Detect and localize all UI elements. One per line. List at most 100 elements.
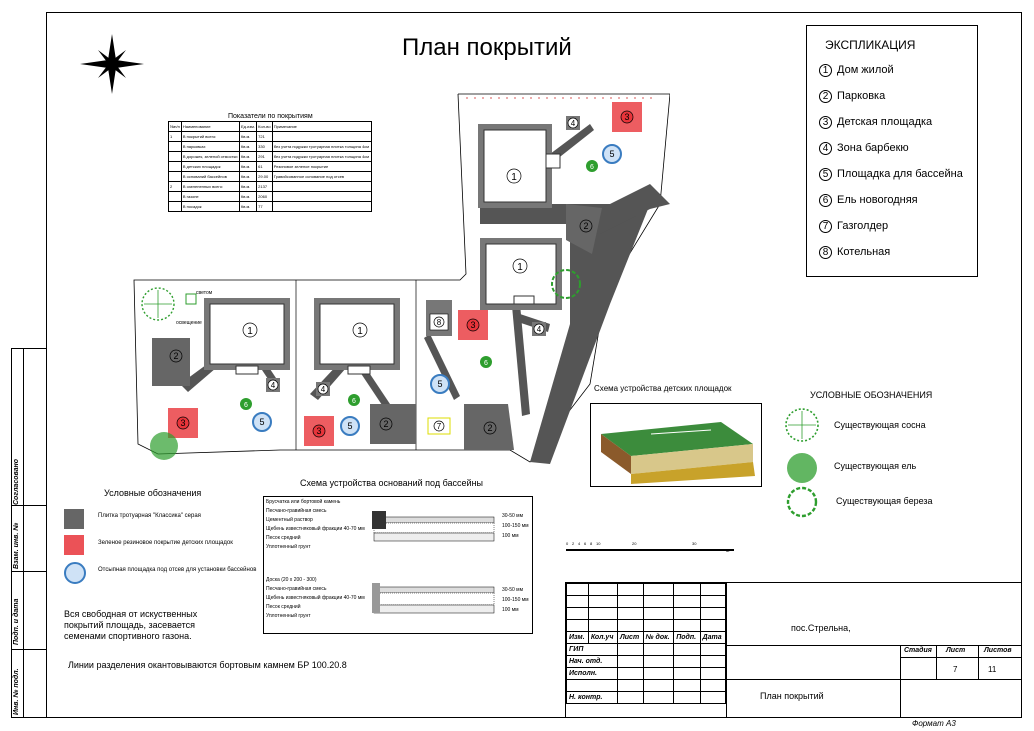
- item-number: 5: [819, 167, 832, 181]
- item-number: 3: [819, 115, 832, 129]
- svg-text:3: 3: [470, 320, 475, 330]
- spruce-icon: [787, 453, 817, 483]
- side-label-sign: Подп. и дата: [13, 598, 20, 645]
- scheme-label: Щебень известняковый фракции 40-70 мм: [266, 595, 365, 601]
- scale-tick: 20: [632, 541, 637, 546]
- sheet-header: Лист: [946, 647, 966, 654]
- scheme-label: 100 мм: [502, 533, 519, 539]
- pool-swatch: [64, 562, 86, 584]
- svg-text:6: 6: [244, 402, 248, 409]
- svg-text:светом: светом: [196, 290, 213, 296]
- explication-heading: ЭКСПЛИКАЦИЯ: [825, 38, 916, 52]
- item-label: Детская площадка: [837, 116, 933, 128]
- side-label-orig: Инв. № подл.: [13, 668, 20, 715]
- item-label: Площадка для бассейна: [837, 168, 963, 180]
- curb-note: Линии разделения окантовываются бортовым…: [68, 660, 347, 670]
- explication-item: 5 Площадка для бассейна: [819, 166, 963, 182]
- svg-text:2: 2: [173, 351, 178, 361]
- scheme-label: Уплотненный грунт: [266, 613, 311, 619]
- item-number: 2: [819, 89, 832, 103]
- scale-tick: 2: [572, 541, 575, 546]
- stamp-role: Исполн.: [566, 667, 618, 680]
- item-label: Ель новогодняя: [837, 194, 918, 206]
- scheme-label: 100-150 мм: [502, 523, 529, 529]
- svg-text:8: 8: [437, 318, 442, 327]
- svg-text:1: 1: [357, 326, 363, 337]
- legend-left-heading: Условные обозначения: [104, 488, 202, 498]
- svg-text:1: 1: [511, 172, 517, 183]
- side-stamp: Согласовано Взам. инв. № Подп. и дата Ин…: [11, 348, 47, 718]
- svg-text:7: 7: [437, 422, 442, 431]
- scheme-label: Песок средний: [266, 535, 301, 541]
- scheme-label: 100-150 мм: [502, 597, 529, 603]
- scale-tick: 30: [692, 541, 697, 546]
- svg-text:5: 5: [437, 379, 442, 389]
- explication-item: 3 Детская площадка: [819, 114, 932, 130]
- legend-right-item-2: Существующая ель: [834, 461, 917, 471]
- scheme-label: Щебень известняковый фракции 40-70 мм: [266, 526, 365, 532]
- svg-text:5: 5: [259, 417, 264, 427]
- svg-text:1: 1: [517, 262, 523, 273]
- stamp-header-cell: Лист: [616, 631, 644, 644]
- table-cell: Кв.м.: [238, 201, 258, 212]
- scale-tick: 8: [590, 541, 593, 546]
- stamp-header-cell: Изм.: [566, 631, 589, 644]
- scheme-label: 100 мм: [502, 607, 519, 613]
- rubber-swatch: [64, 535, 84, 555]
- legend-right-item-3: Существующая береза: [836, 496, 933, 506]
- stamp-header-cell: № док.: [642, 631, 675, 644]
- sheet-title: План покрытий: [760, 691, 824, 701]
- side-label-approved: Согласовано: [13, 458, 20, 505]
- scale-tick: 10: [596, 541, 601, 546]
- svg-text:2: 2: [487, 423, 492, 433]
- item-number: 4: [819, 141, 832, 155]
- location-text: пос.Стрельна,: [791, 623, 851, 633]
- scheme-label: 30-50 мм: [502, 587, 524, 593]
- site-plan: 1 1 1 1 2 2 2 2 3 3 3 3: [133, 93, 670, 464]
- stamp-header-cell: Кол.уч: [587, 631, 618, 644]
- side-label-inv: Взам. инв. №: [13, 522, 20, 569]
- item-number: 1: [819, 63, 832, 77]
- scale-tick: 4: [578, 541, 581, 546]
- scale-unit: м: [726, 548, 730, 554]
- explication-item: 7 Газголдер: [819, 218, 888, 234]
- item-number: 8: [819, 245, 832, 259]
- svg-text:4: 4: [271, 381, 276, 390]
- format-label: Формат А3: [912, 719, 956, 728]
- scheme-label: 30-50 мм: [502, 513, 524, 519]
- stamp-role: Нач. отд.: [566, 655, 618, 668]
- stamp-role: [566, 679, 618, 692]
- birch-icon: [786, 486, 818, 518]
- svg-text:5: 5: [609, 149, 614, 159]
- svg-text:6: 6: [352, 398, 356, 405]
- sheets-value: 11: [988, 665, 997, 674]
- svg-text:2: 2: [583, 221, 588, 231]
- scheme-label: Песок средний: [266, 604, 301, 610]
- scheme-label: Уплотненный грунт: [266, 544, 311, 550]
- playground-scheme: [590, 403, 762, 487]
- svg-text:6: 6: [484, 360, 488, 367]
- svg-text:3: 3: [316, 426, 321, 436]
- playground-scheme-heading: Схема устройства детских площадок: [594, 384, 732, 393]
- indicators-caption: Показатели по покрытиям: [228, 113, 313, 120]
- stamp-header-cell: Дата: [699, 631, 727, 644]
- pine-icon: [785, 408, 819, 442]
- pool-scheme-heading: Схема устройства оснований под бассейны: [300, 478, 484, 488]
- svg-text:2: 2: [383, 419, 388, 429]
- stamp-role: ГИП: [566, 643, 618, 656]
- stamp-header-cell: Подп.: [673, 631, 701, 644]
- legend-right-item-1: Существующая сосна: [834, 420, 926, 430]
- legend-left-item-3: Отсыпная площадка под отсев для установк…: [98, 567, 257, 573]
- item-label: Газголдер: [837, 220, 889, 232]
- item-number: 7: [819, 219, 832, 233]
- lawn-note: Вся свободная от искуственных покрытий п…: [64, 609, 198, 641]
- svg-text:4: 4: [571, 119, 576, 128]
